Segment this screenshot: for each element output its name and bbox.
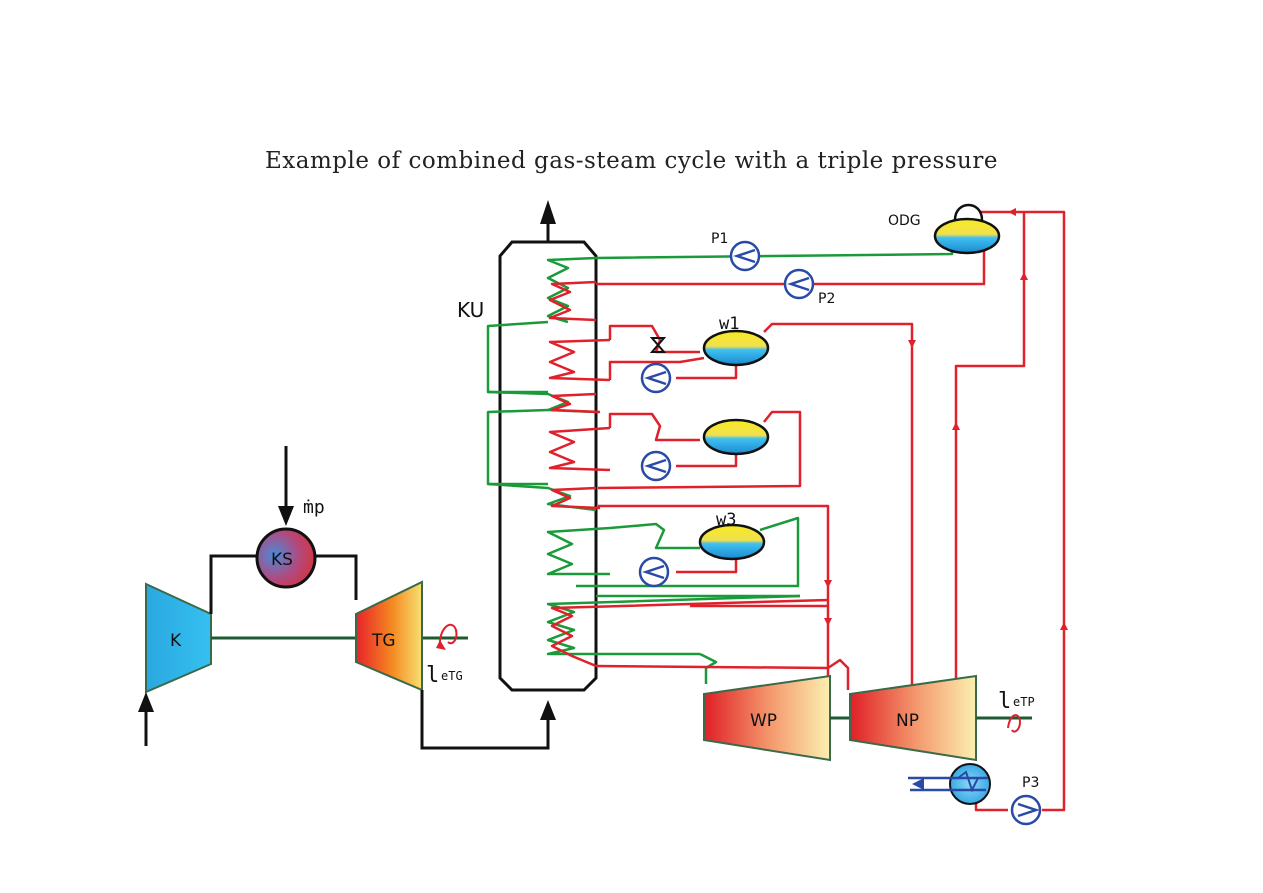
pump-icon [640, 450, 672, 482]
gas-line-k-ks [209, 554, 258, 614]
pump3-label: P3 [1022, 775, 1039, 791]
pump-icon [729, 240, 761, 272]
pump2-label: P2 [818, 291, 835, 307]
drum-w2 [702, 418, 770, 456]
hrsg-coils [487, 256, 829, 668]
pump1-label: P1 [711, 231, 728, 247]
deaerator-label: ODG [888, 213, 921, 229]
hrsg-label: KU [457, 298, 484, 322]
drum-w1 [702, 329, 770, 367]
drum-w3 [698, 523, 766, 561]
hp-turbine-label: WP [750, 711, 777, 731]
lp-turbine-np [849, 674, 977, 762]
arrow-up-icon [138, 692, 154, 746]
gas-work-label: l [426, 663, 439, 688]
exhaust-line [420, 690, 550, 750]
pump-icon [638, 556, 670, 588]
lp-turbine-label: NP [896, 711, 919, 731]
gas-work-subscript: eTG [441, 669, 463, 683]
combustion-chamber-ks [255, 527, 317, 589]
pump-icon [640, 362, 672, 394]
gas-line-ks-tg [314, 554, 358, 600]
pumps [638, 240, 1042, 826]
gas-turbine-label: TG [371, 631, 396, 651]
compressor-k [145, 582, 212, 694]
drum3-label: w3 [716, 510, 736, 530]
fuel-label: ṁp [303, 497, 325, 518]
hrsg-ku [498, 240, 598, 692]
valve-icon [649, 337, 667, 353]
compressor-label: K [170, 631, 182, 651]
deaerator-odg [933, 217, 1001, 255]
pump-icon [783, 268, 815, 300]
combustion-chamber-label: KS [271, 550, 293, 570]
drums [698, 203, 1001, 561]
rotation-arrow-icon [1007, 714, 1022, 733]
odg-top-loop [953, 203, 984, 221]
arrow-up-icon [540, 200, 556, 224]
hp-turbine-wp [703, 674, 831, 762]
steam-work-label: l [998, 689, 1011, 714]
arrow-up-icon [540, 700, 556, 720]
steam-work-subscript: eTP [1013, 695, 1035, 709]
flow-arrows [824, 208, 1068, 630]
pump-icon [1010, 794, 1042, 826]
rotation-arrow-icon [438, 623, 458, 649]
diagram-title: Example of combined gas-steam cycle with… [265, 148, 998, 174]
drum1-label: w1 [719, 314, 739, 334]
condenser-icon [908, 763, 991, 805]
arrow-down-icon [278, 446, 294, 526]
rotation-arrow-head [436, 640, 446, 650]
